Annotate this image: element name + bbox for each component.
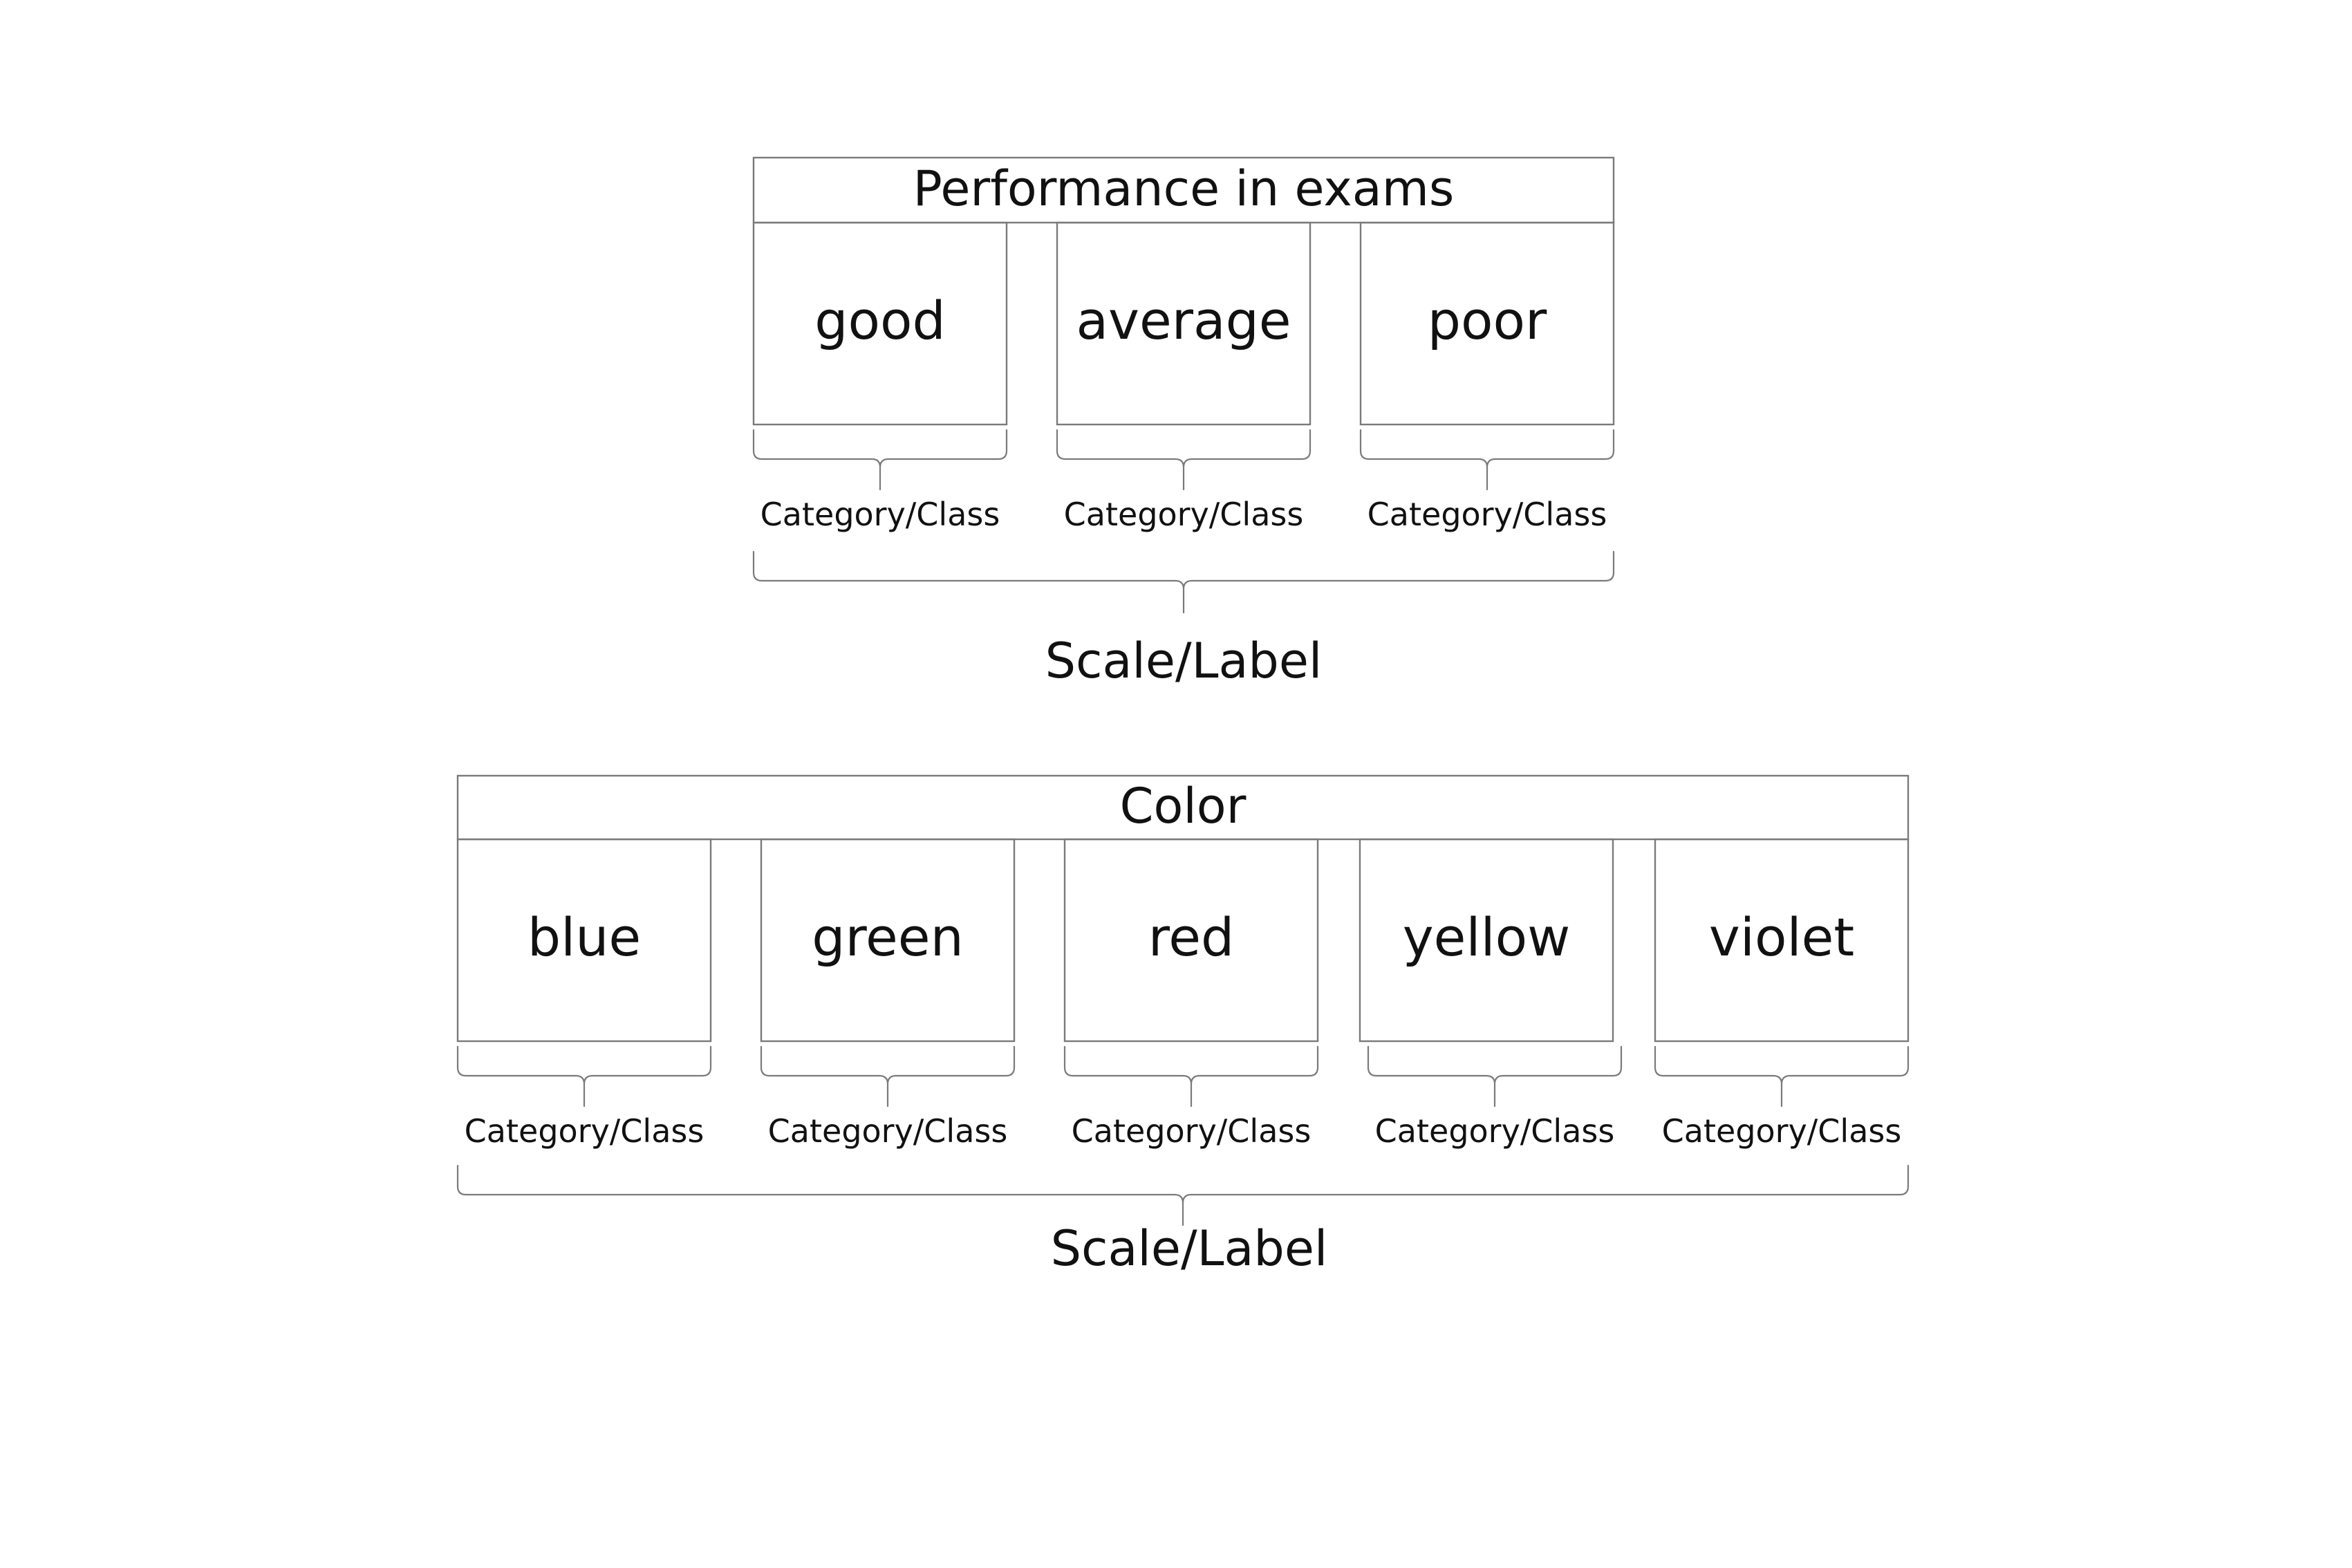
category-class-caption: Category/Class [1072,1112,1312,1150]
category-box [1359,838,1614,1043]
category-class-caption: Category/Class [1375,1112,1615,1150]
category-brace [752,429,1008,491]
category-box [456,838,712,1043]
category-class-caption: Category/Class [768,1112,1008,1150]
category-class-caption: Category/Class [760,496,1000,533]
diagram-header: Color [1120,778,1247,834]
category-brace [1359,429,1615,491]
diagram-performance: Performance in exams good average poor C… [752,156,1615,689]
category-label: green [812,906,964,968]
category-box [1063,838,1319,1043]
diagram-header: Performance in exams [913,160,1455,217]
category-label: violet [1709,906,1854,968]
category-class-caption: Category/Class [1368,496,1607,533]
category-label: red [1148,906,1235,968]
category-brace [456,1045,712,1108]
scale-brace [752,550,1615,614]
category-label: good [814,290,945,351]
category-class-caption: Category/Class [1662,1112,1902,1150]
category-box [752,221,1008,426]
category-label: poor [1428,290,1547,351]
category-brace [1654,1045,1910,1108]
category-class-caption: Category/Class [1064,496,1304,533]
category-brace [760,1045,1016,1108]
category-box [1654,838,1910,1043]
category-class-caption: Category/Class [465,1112,704,1150]
category-box [1056,221,1312,426]
category-brace [1063,1045,1319,1108]
category-brace [1056,429,1312,491]
category-label: blue [528,906,641,968]
category-brace [1367,1045,1623,1108]
category-box [1359,221,1615,426]
category-box [760,838,1016,1043]
category-label: yellow [1403,906,1571,968]
scale-label-caption: Scale/Label [1045,633,1323,689]
scale-brace [456,1164,1910,1226]
diagram-color: Color blue green red yellow violet Categ… [456,774,1910,1277]
scale-label-caption: Scale/Label [1051,1220,1328,1277]
category-label: average [1076,290,1291,351]
